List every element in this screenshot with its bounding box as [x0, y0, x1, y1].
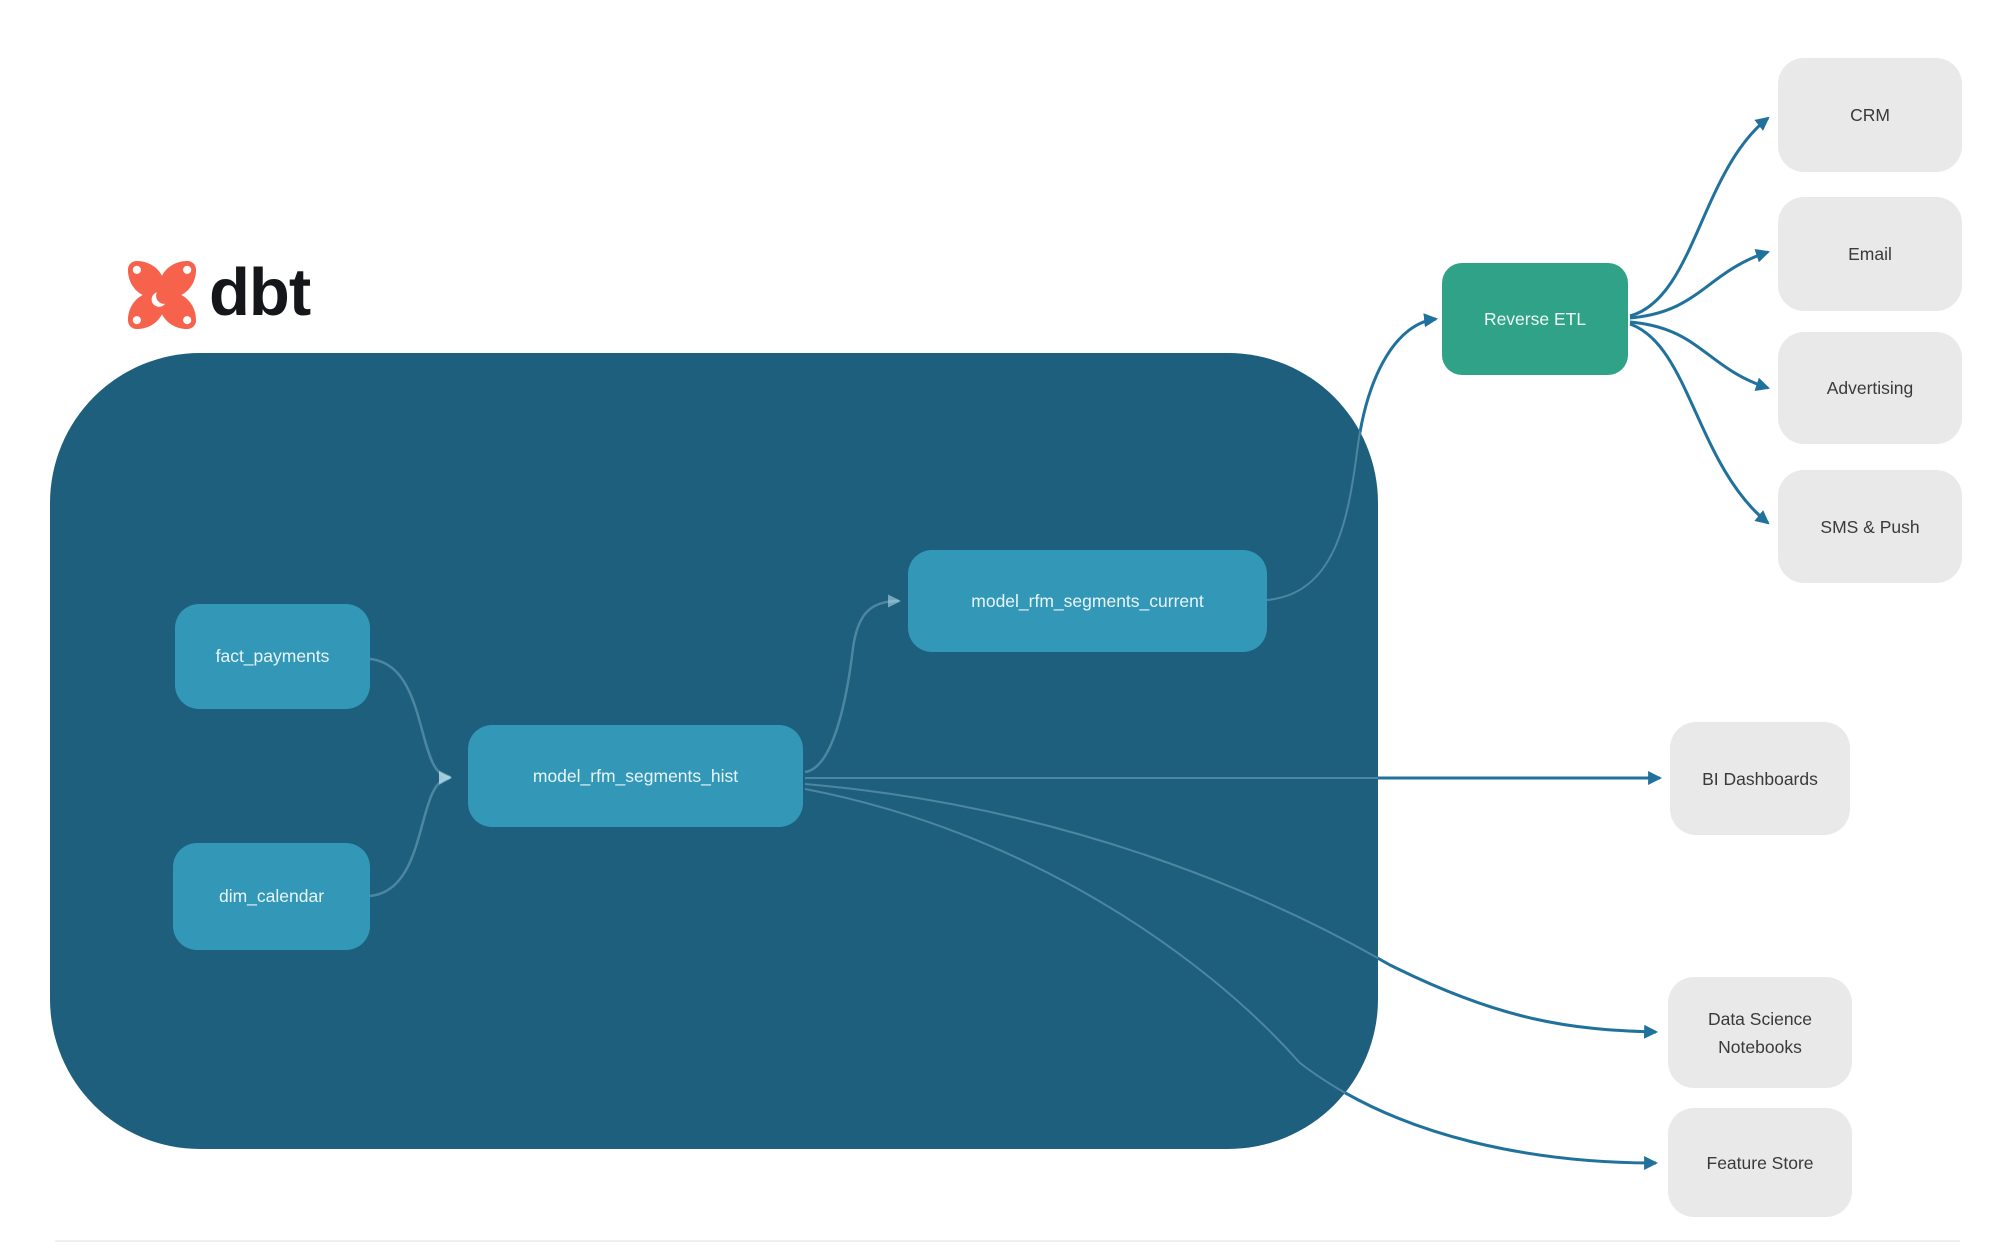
node-fact-payments: fact_payments	[175, 604, 370, 709]
node-label: Advertising	[1826, 378, 1914, 398]
node-label: BI Dashboards	[1702, 768, 1818, 789]
edge-hist-to-current	[804, 594, 901, 774]
node-dim-calendar: dim_calendar	[173, 843, 370, 950]
page-bottom-divider	[55, 1240, 1960, 1242]
node-email: Email	[1778, 197, 1962, 311]
node-model-rfm-segments-hist: model_rfm_segments_hist	[468, 725, 803, 827]
edge-reverse-etl-to-sms-push	[1629, 322, 1770, 525]
edge-hist-to-data-science-notebooks	[804, 782, 1659, 1039]
dbt-logo-text: dbt	[209, 254, 311, 330]
node-label: dim_calendar	[218, 886, 325, 906]
node-advertising: Advertising	[1778, 332, 1962, 444]
edge-hist-to-feature-store	[804, 787, 1659, 1170]
node-label: model_rfm_segments_current	[971, 590, 1204, 611]
node-data-science-notebooks: Data Science Notebooks	[1668, 977, 1852, 1088]
node-label: CRM	[1850, 105, 1890, 125]
dbt-logo: dbt	[125, 254, 311, 332]
node-label: Reverse ETL	[1483, 308, 1587, 329]
edge-reverse-etl-to-crm	[1629, 116, 1770, 318]
node-label: fact_payments	[215, 646, 330, 666]
node-label: model_rfm_segments_hist	[532, 765, 739, 786]
edge-reverse-etl-to-email	[1629, 248, 1770, 320]
node-feature-store: Feature Store	[1668, 1108, 1852, 1217]
node-bi-dashboards: BI Dashboards	[1670, 722, 1850, 835]
edge-current-to-reverse-etl	[1266, 313, 1439, 602]
node-reverse-etl: Reverse ETL	[1442, 263, 1628, 375]
node-model-rfm-segments-current: model_rfm_segments_current	[908, 550, 1267, 652]
edge-dim-calendar-to-hist	[369, 771, 452, 898]
node-label: Data Science Notebooks	[1707, 1008, 1813, 1057]
dbt-flame-icon	[127, 260, 197, 330]
node-label: Feature Store	[1706, 1152, 1814, 1173]
node-label: Email	[1848, 244, 1892, 264]
edge-reverse-etl-to-advertising	[1629, 320, 1770, 392]
node-crm: CRM	[1778, 58, 1962, 172]
node-label: SMS & Push	[1820, 516, 1920, 537]
node-sms-push: SMS & Push	[1778, 470, 1962, 583]
